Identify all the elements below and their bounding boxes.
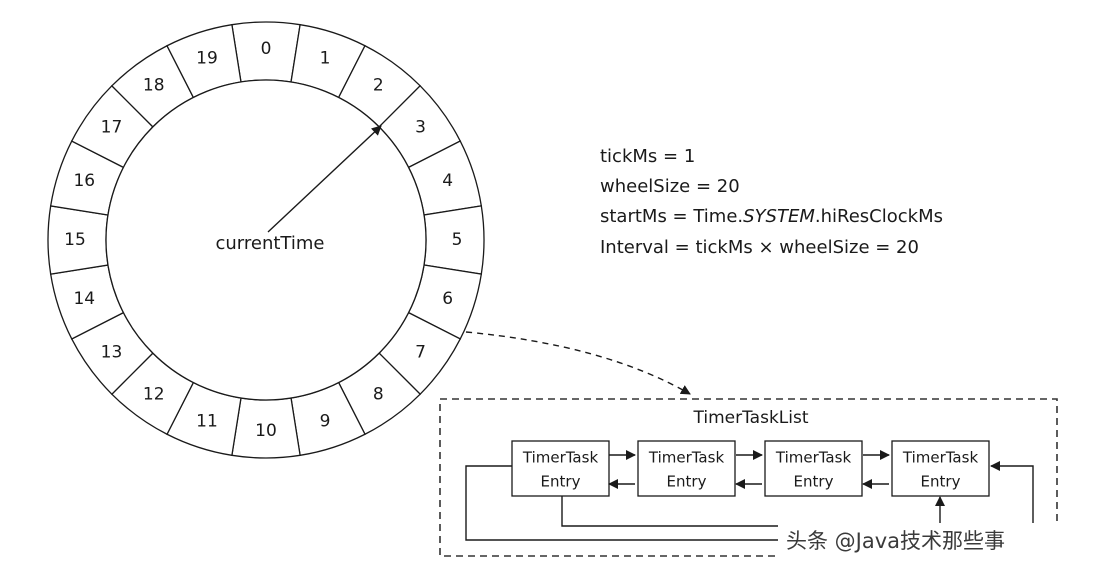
interval-param: Interval = tickMs × wheelSize = 20 — [600, 237, 919, 258]
wheel-slot-label-2: 2 — [373, 76, 384, 96]
wheel-slot-label-3: 3 — [415, 118, 426, 138]
timer-task-entry-2-line-1: TimerTask — [648, 449, 725, 467]
wheel-slot-label-13: 13 — [101, 342, 123, 362]
tail-wrap-link — [465, 461, 1034, 541]
watermark-backdrop — [778, 523, 1086, 557]
timer-task-list-title: TimerTaskList — [693, 408, 809, 428]
wheel-inner-circle — [105, 79, 427, 401]
timer-task-entry-4-line-1: TimerTask — [902, 449, 979, 467]
wheel-slot-label-10: 10 — [255, 421, 277, 441]
wheel-slot-label-0: 0 — [261, 39, 272, 59]
timer-task-entry-3 — [764, 440, 863, 497]
list-links — [465, 450, 1034, 541]
slot-to-list-connector — [465, 331, 691, 395]
wheel-slot-label-16: 16 — [73, 171, 95, 191]
timer-task-entry-1 — [511, 440, 610, 497]
timer-task-list-frame — [439, 398, 1058, 557]
wheel-slot-label-7: 7 — [415, 342, 426, 362]
wheel-slot-label-19: 19 — [196, 48, 218, 68]
wheel-slot-label-6: 6 — [442, 289, 453, 309]
timer-task-entry-1-line-1: TimerTask — [522, 449, 599, 467]
timer-task-entry-3-line-1: TimerTask — [775, 449, 852, 467]
current-time-label: currentTime — [216, 233, 325, 254]
wheel-slot-label-18: 18 — [143, 76, 165, 96]
wheel-slot-label-8: 8 — [373, 385, 384, 405]
wheel-parameters: tickMs = 1 wheelSize = 20 startMs = Time… — [600, 146, 943, 258]
wheel-slot-label-15: 15 — [64, 230, 86, 250]
start-ms-param: startMs = Time.SYSTEM.hiResClockMs — [600, 206, 943, 227]
wheel-slot-label-4: 4 — [442, 171, 453, 191]
wheel-slot-label-17: 17 — [101, 118, 123, 138]
wheel-slot-label-5: 5 — [452, 230, 463, 250]
wheel-size-param: wheelSize = 20 — [600, 176, 740, 197]
current-time-pointer — [267, 125, 382, 233]
timer-task-entry-1-line-2: Entry — [541, 473, 581, 491]
wheel-slot-label-9: 9 — [320, 412, 331, 432]
wheel-slot-label-14: 14 — [73, 289, 95, 309]
wheel-slot-label-12: 12 — [143, 385, 165, 405]
tick-ms-param: tickMs = 1 — [600, 146, 695, 167]
watermark: 头条 @Java技术那些事 — [786, 529, 1005, 553]
timer-task-entry-4 — [891, 440, 990, 497]
wheel-slot-label-11: 11 — [196, 412, 218, 432]
timer-task-entry-2 — [637, 440, 736, 497]
timer-task-entry-2-line-2: Entry — [667, 473, 707, 491]
wheel-slot-label-1: 1 — [320, 48, 331, 68]
head-wrap-link — [561, 496, 945, 527]
timer-task-entry-3-line-2: Entry — [794, 473, 834, 491]
timer-task-entry-4-line-2: Entry — [921, 473, 961, 491]
